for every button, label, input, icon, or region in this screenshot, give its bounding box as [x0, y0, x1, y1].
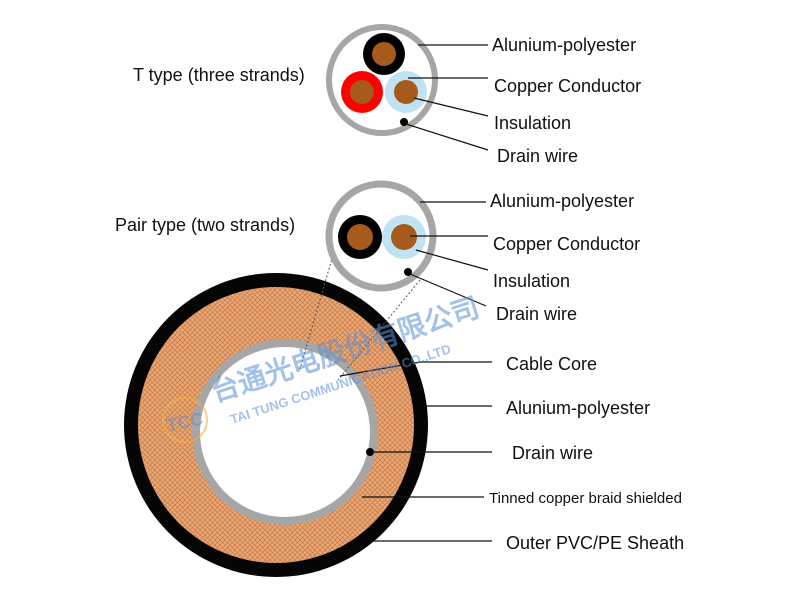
- t-type-insulation-leader: [413, 97, 489, 117]
- pair-type-shield-label: Alunium-polyester: [490, 191, 634, 211]
- t-type-black-conductor: [372, 42, 396, 66]
- pair-type-light-conductor: [391, 224, 417, 250]
- pair-type-insulation-label: Insulation: [493, 271, 570, 291]
- pair-type-insulation-leader: [415, 249, 489, 271]
- pair-type-drain-leader: [409, 273, 487, 307]
- pair-type-title: Pair type (two strands): [115, 215, 295, 235]
- pair-type-cross-section: [325, 180, 437, 292]
- cable-core-label: Cable Core: [506, 354, 597, 374]
- t-type-insulation-label: Insulation: [494, 113, 571, 133]
- t-type-shield-label: Alunium-polyester: [492, 35, 636, 55]
- pair-type-conductor-label: Copper Conductor: [493, 234, 640, 254]
- zoom-line-right: [337, 279, 421, 381]
- t-type-red-conductor: [350, 80, 374, 104]
- t-type-title: T type (three strands): [133, 65, 305, 85]
- t-type-light-conductor: [394, 80, 418, 104]
- cable-shield-label: Alunium-polyester: [506, 398, 650, 418]
- cable-drain-wire: [366, 448, 374, 456]
- t-type-cross-section: [326, 24, 438, 136]
- zoom-line-left: [298, 213, 346, 373]
- t-type-drain-leader: [405, 123, 489, 151]
- cable-core: [200, 347, 370, 517]
- cable-drain-label: Drain wire: [512, 443, 593, 463]
- cable-braid-label: Tinned copper braid shielded: [489, 490, 682, 507]
- t-type-drain-label: Drain wire: [497, 146, 578, 166]
- pair-type-drain-label: Drain wire: [496, 304, 577, 324]
- cable-sheath-label: Outer PVC/PE Sheath: [506, 533, 684, 553]
- cable-cross-section: [124, 273, 428, 577]
- t-type-conductor-label: Copper Conductor: [494, 76, 641, 96]
- cable-core-leader: [339, 361, 421, 377]
- watermark-logo-ring: [162, 397, 208, 443]
- pair-type-black-conductor: [347, 224, 373, 250]
